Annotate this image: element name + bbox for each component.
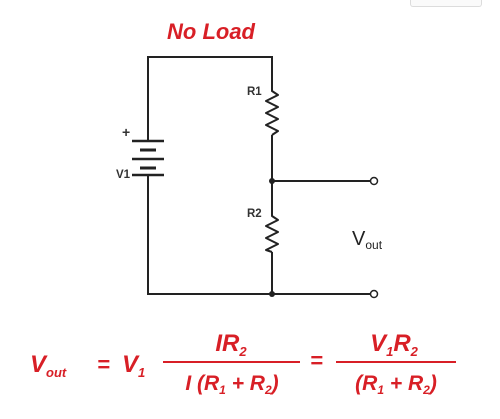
output-terminal-top (369, 176, 379, 186)
output-terminal-bottom (369, 289, 379, 299)
formula-equals-1: = (97, 352, 110, 377)
junction-dot-top (269, 178, 275, 184)
resistor-r2 (265, 210, 279, 253)
circuit-wires (147, 56, 372, 295)
voltage-divider-formula: Vout = V1 IR2 I (R1 + R2) = V1R2 (R1 + R… (30, 330, 456, 397)
junction-dot-bottom (269, 291, 275, 297)
bottom-wire (147, 175, 272, 295)
label-r1: R1 (247, 86, 262, 98)
resistor-r1 (265, 85, 279, 136)
label-v1: V1 (116, 169, 131, 181)
fraction1-numerator: IR2 (215, 330, 247, 359)
label-r2: R2 (247, 208, 262, 220)
fraction2-numerator: V1R2 (370, 330, 419, 359)
fraction1-denominator: I (R1 + R2) (185, 372, 278, 397)
battery-v1 (132, 139, 164, 177)
battery-plus-sign: + (122, 124, 130, 140)
vout-label: Vout (352, 228, 383, 252)
formula-lhs: Vout (30, 351, 67, 380)
top-wire (147, 56, 273, 141)
formula-equals-2: = (310, 348, 323, 373)
formula-v1: V1 (122, 351, 145, 380)
diagram-title: No Load (167, 19, 256, 44)
fraction2-denominator: (R1 + R2) (355, 372, 437, 397)
window-corner-tab (410, 0, 482, 7)
